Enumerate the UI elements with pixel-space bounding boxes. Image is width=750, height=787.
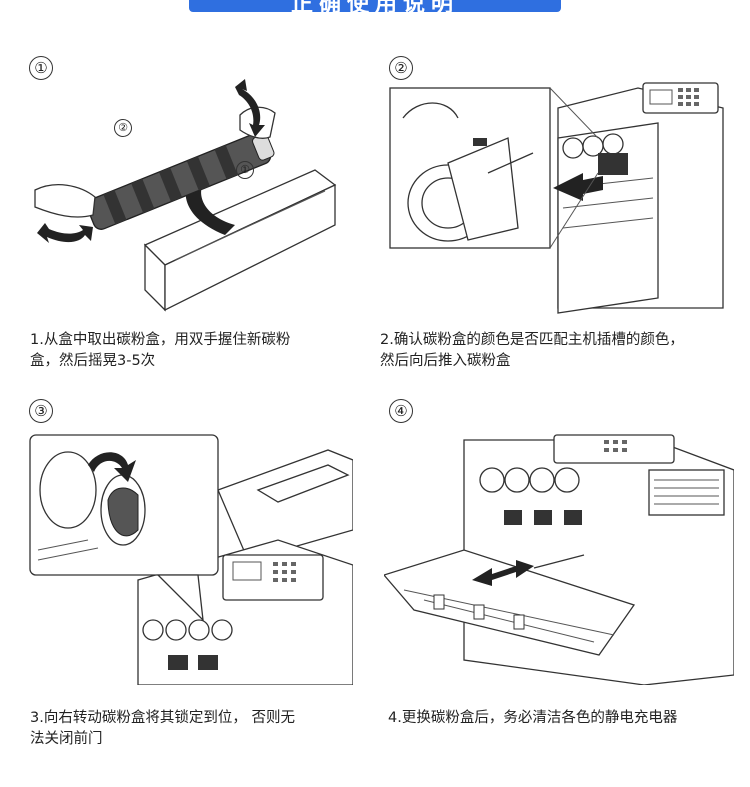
title-banner: 正确使用说明 (189, 0, 561, 12)
step-3-caption-line2: 法关闭前门 (30, 731, 103, 747)
vent-shape (648, 469, 725, 516)
box-label: ① (236, 161, 254, 179)
front-door-shape (384, 549, 636, 656)
step-4-caption: 4.更换碳粉盒后，务必清洁各色的静电充电器 (388, 708, 677, 729)
step-1-caption-line2: 盒，然后摇晃3-5次 (30, 353, 156, 369)
step-4-caption-line1: 4.更换碳粉盒后，务必清洁各色的静电充电器 (388, 710, 678, 726)
step-1-number: ① (29, 56, 53, 80)
cartridge-label: ② (114, 119, 132, 137)
step-1-caption-line1: 1.从盒中取出碳粉盒，用双手握住新碳粉 (30, 332, 291, 348)
step-3-illustration (28, 430, 353, 685)
push-arrow-icon (553, 173, 603, 201)
shake-arrow-right-icon (235, 79, 265, 137)
control-panel-shape (222, 554, 324, 601)
banner-title: 正确使用说明 (189, 0, 561, 12)
step-2-illustration (388, 78, 733, 318)
cleaning-rod-shape (533, 554, 585, 569)
step-3-caption: 3.向右转动碳粉盒将其锁定到位， 否则无 法关闭前门 (30, 708, 295, 750)
step-3-caption-line1: 3.向右转动碳粉盒将其锁定到位， 否则无 (30, 710, 295, 726)
step-2-caption-line2: 然后向后推入碳粉盒 (380, 353, 511, 369)
step-4-number: ④ (389, 399, 413, 423)
clean-arrow-icon (472, 560, 534, 586)
step-1-caption: 1.从盒中取出碳粉盒，用双手握住新碳粉 盒，然后摇晃3-5次 (30, 330, 290, 372)
left-hand-shape (34, 184, 96, 218)
step-3-number: ③ (29, 399, 53, 423)
rotate-arrow-icon (88, 452, 136, 482)
step-2-caption: 2.确认碳粉盒的颜色是否匹配主机插槽的颜色， 然后向后推入碳粉盒 (380, 330, 684, 372)
step-2-number: ② (389, 56, 413, 80)
step-4-illustration (384, 430, 734, 685)
step-1-illustration: ② ① (25, 75, 345, 315)
inserted-cartridge-shape (598, 153, 628, 175)
step-2-caption-line1: 2.确认碳粉盒的颜色是否匹配主机插槽的颜色， (380, 332, 684, 348)
shake-arrow-left-icon (37, 223, 93, 243)
toner-cartridge-shape (86, 132, 275, 230)
